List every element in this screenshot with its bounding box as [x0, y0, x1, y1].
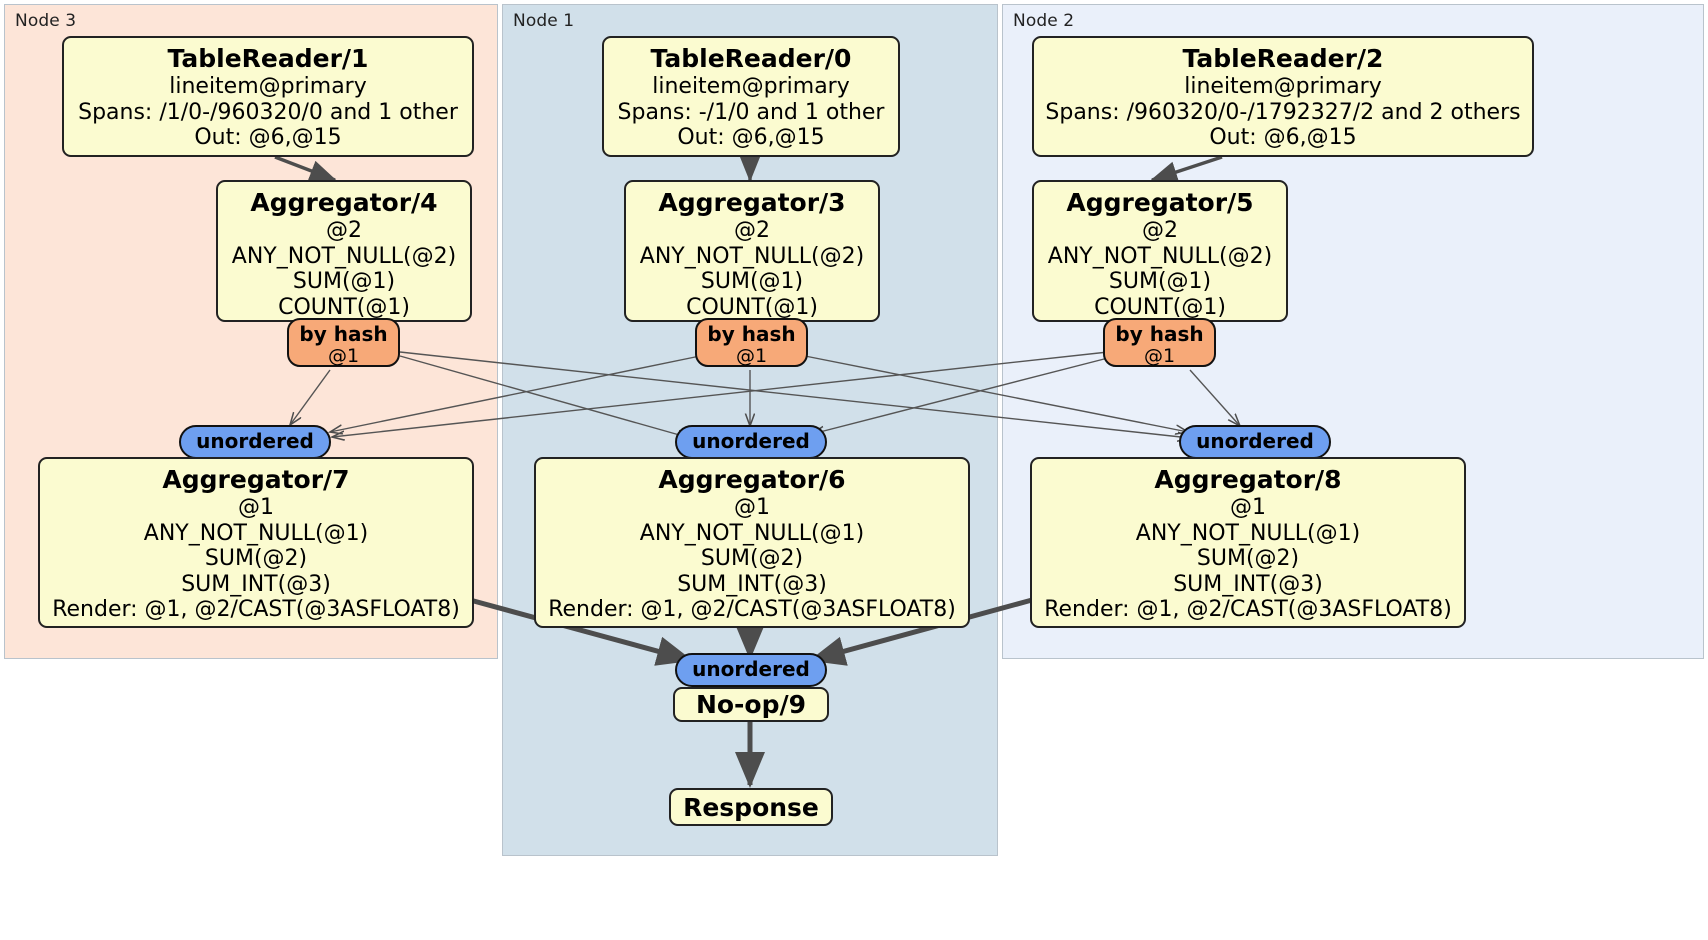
- processor-line: SUM(@2): [1196, 546, 1300, 572]
- processor-title: TableReader/0: [650, 44, 852, 73]
- processor-title: Aggregator/6: [658, 465, 846, 494]
- processor-line: Render: @1, @2/CAST(@3ASFLOAT8): [548, 597, 956, 623]
- synchronizer-label: unordered: [1196, 429, 1314, 454]
- processor-line: ANY_NOT_NULL(@1): [1135, 520, 1361, 546]
- synchronizer-unordered-aggregator-7[interactable]: unordered: [179, 425, 331, 459]
- router-sublabel: @1: [327, 344, 360, 367]
- processor-line: COUNT(@1): [278, 294, 410, 320]
- processor-aggregator-8[interactable]: Aggregator/8 @1 ANY_NOT_NULL(@1) SUM(@2)…: [1030, 457, 1466, 628]
- processor-line: Out: @6,@15: [677, 125, 825, 151]
- synchronizer-unordered-aggregator-6[interactable]: unordered: [675, 425, 827, 459]
- processor-line: Render: @1, @2/CAST(@3ASFLOAT8): [52, 597, 460, 623]
- processor-title: Aggregator/5: [1066, 188, 1254, 217]
- router-by-hash-aggregator-4[interactable]: by hash @1: [287, 318, 400, 367]
- processor-line: @1: [734, 495, 770, 520]
- processor-title: Aggregator/4: [250, 188, 438, 217]
- processor-line: SUM_INT(@3): [1173, 571, 1323, 597]
- processor-title: TableReader/1: [167, 44, 369, 73]
- synchronizer-label: unordered: [692, 657, 810, 682]
- processor-line: SUM(@1): [292, 269, 396, 295]
- processor-line: @1: [238, 495, 274, 520]
- router-by-hash-aggregator-5[interactable]: by hash @1: [1103, 318, 1216, 367]
- router-label: by hash: [707, 322, 796, 346]
- processor-line: SUM_INT(@3): [677, 571, 827, 597]
- processor-title: No-op/9: [695, 690, 807, 719]
- processor-line: lineitem@primary: [169, 74, 367, 99]
- processor-line: @2: [1142, 218, 1178, 243]
- processor-line: @2: [734, 218, 770, 243]
- processor-line: ANY_NOT_NULL(@2): [639, 243, 865, 269]
- processor-response[interactable]: Response: [669, 788, 833, 826]
- processor-line: ANY_NOT_NULL(@2): [231, 243, 457, 269]
- processor-line: SUM(@2): [204, 546, 308, 572]
- processor-title: Aggregator/7: [162, 465, 350, 494]
- router-label: by hash: [1115, 322, 1204, 346]
- processor-line: Out: @6,@15: [1209, 125, 1357, 151]
- processor-noop-9[interactable]: No-op/9: [673, 687, 829, 722]
- processor-title: Aggregator/3: [658, 188, 846, 217]
- synchronizer-label: unordered: [196, 429, 314, 454]
- router-by-hash-aggregator-3[interactable]: by hash @1: [695, 318, 808, 367]
- processor-line: ANY_NOT_NULL(@1): [143, 520, 369, 546]
- processor-line: @2: [326, 218, 362, 243]
- processor-line: SUM(@1): [700, 269, 804, 295]
- router-sublabel: @1: [1143, 344, 1176, 367]
- processor-line: SUM(@2): [700, 546, 804, 572]
- processor-table-reader-2[interactable]: TableReader/2 lineitem@primary Spans: /9…: [1032, 36, 1534, 157]
- processor-title: TableReader/2: [1182, 44, 1384, 73]
- router-label: by hash: [299, 322, 388, 346]
- processor-line: @1: [1230, 495, 1266, 520]
- processor-line: ANY_NOT_NULL(@1): [639, 520, 865, 546]
- synchronizer-label: unordered: [692, 429, 810, 454]
- node-panel-label-node1: Node 1: [513, 11, 575, 31]
- processor-aggregator-7[interactable]: Aggregator/7 @1 ANY_NOT_NULL(@1) SUM(@2)…: [38, 457, 474, 628]
- processor-line: COUNT(@1): [686, 294, 818, 320]
- processor-line: ANY_NOT_NULL(@2): [1047, 243, 1273, 269]
- processor-line: Spans: /960320/0-/1792327/2 and 2 others: [1045, 99, 1521, 125]
- processor-line: SUM_INT(@3): [181, 571, 331, 597]
- processor-line: lineitem@primary: [1184, 74, 1382, 99]
- processor-line: Spans: /1/0-/960320/0 and 1 other: [78, 99, 458, 125]
- processor-line: Render: @1, @2/CAST(@3ASFLOAT8): [1044, 597, 1452, 623]
- processor-line: COUNT(@1): [1094, 294, 1226, 320]
- processor-line: Spans: -/1/0 and 1 other: [617, 99, 885, 125]
- processor-aggregator-4[interactable]: Aggregator/4 @2 ANY_NOT_NULL(@2) SUM(@1)…: [216, 180, 472, 322]
- processor-line: SUM(@1): [1108, 269, 1212, 295]
- router-sublabel: @1: [735, 344, 768, 367]
- processor-line: Out: @6,@15: [194, 125, 342, 151]
- processor-aggregator-3[interactable]: Aggregator/3 @2 ANY_NOT_NULL(@2) SUM(@1)…: [624, 180, 880, 322]
- synchronizer-unordered-noop-9[interactable]: unordered: [675, 653, 827, 687]
- processor-title: Aggregator/8: [1154, 465, 1342, 494]
- node-panel-label-node2: Node 2: [1013, 11, 1075, 31]
- node-panel-label-node3: Node 3: [15, 11, 77, 31]
- processor-table-reader-1[interactable]: TableReader/1 lineitem@primary Spans: /1…: [62, 36, 474, 157]
- processor-line: lineitem@primary: [652, 74, 850, 99]
- processor-table-reader-0[interactable]: TableReader/0 lineitem@primary Spans: -/…: [602, 36, 900, 157]
- processor-aggregator-6[interactable]: Aggregator/6 @1 ANY_NOT_NULL(@1) SUM(@2)…: [534, 457, 970, 628]
- synchronizer-unordered-aggregator-8[interactable]: unordered: [1179, 425, 1331, 459]
- processor-aggregator-5[interactable]: Aggregator/5 @2 ANY_NOT_NULL(@2) SUM(@1)…: [1032, 180, 1288, 322]
- processor-title: Response: [683, 792, 819, 822]
